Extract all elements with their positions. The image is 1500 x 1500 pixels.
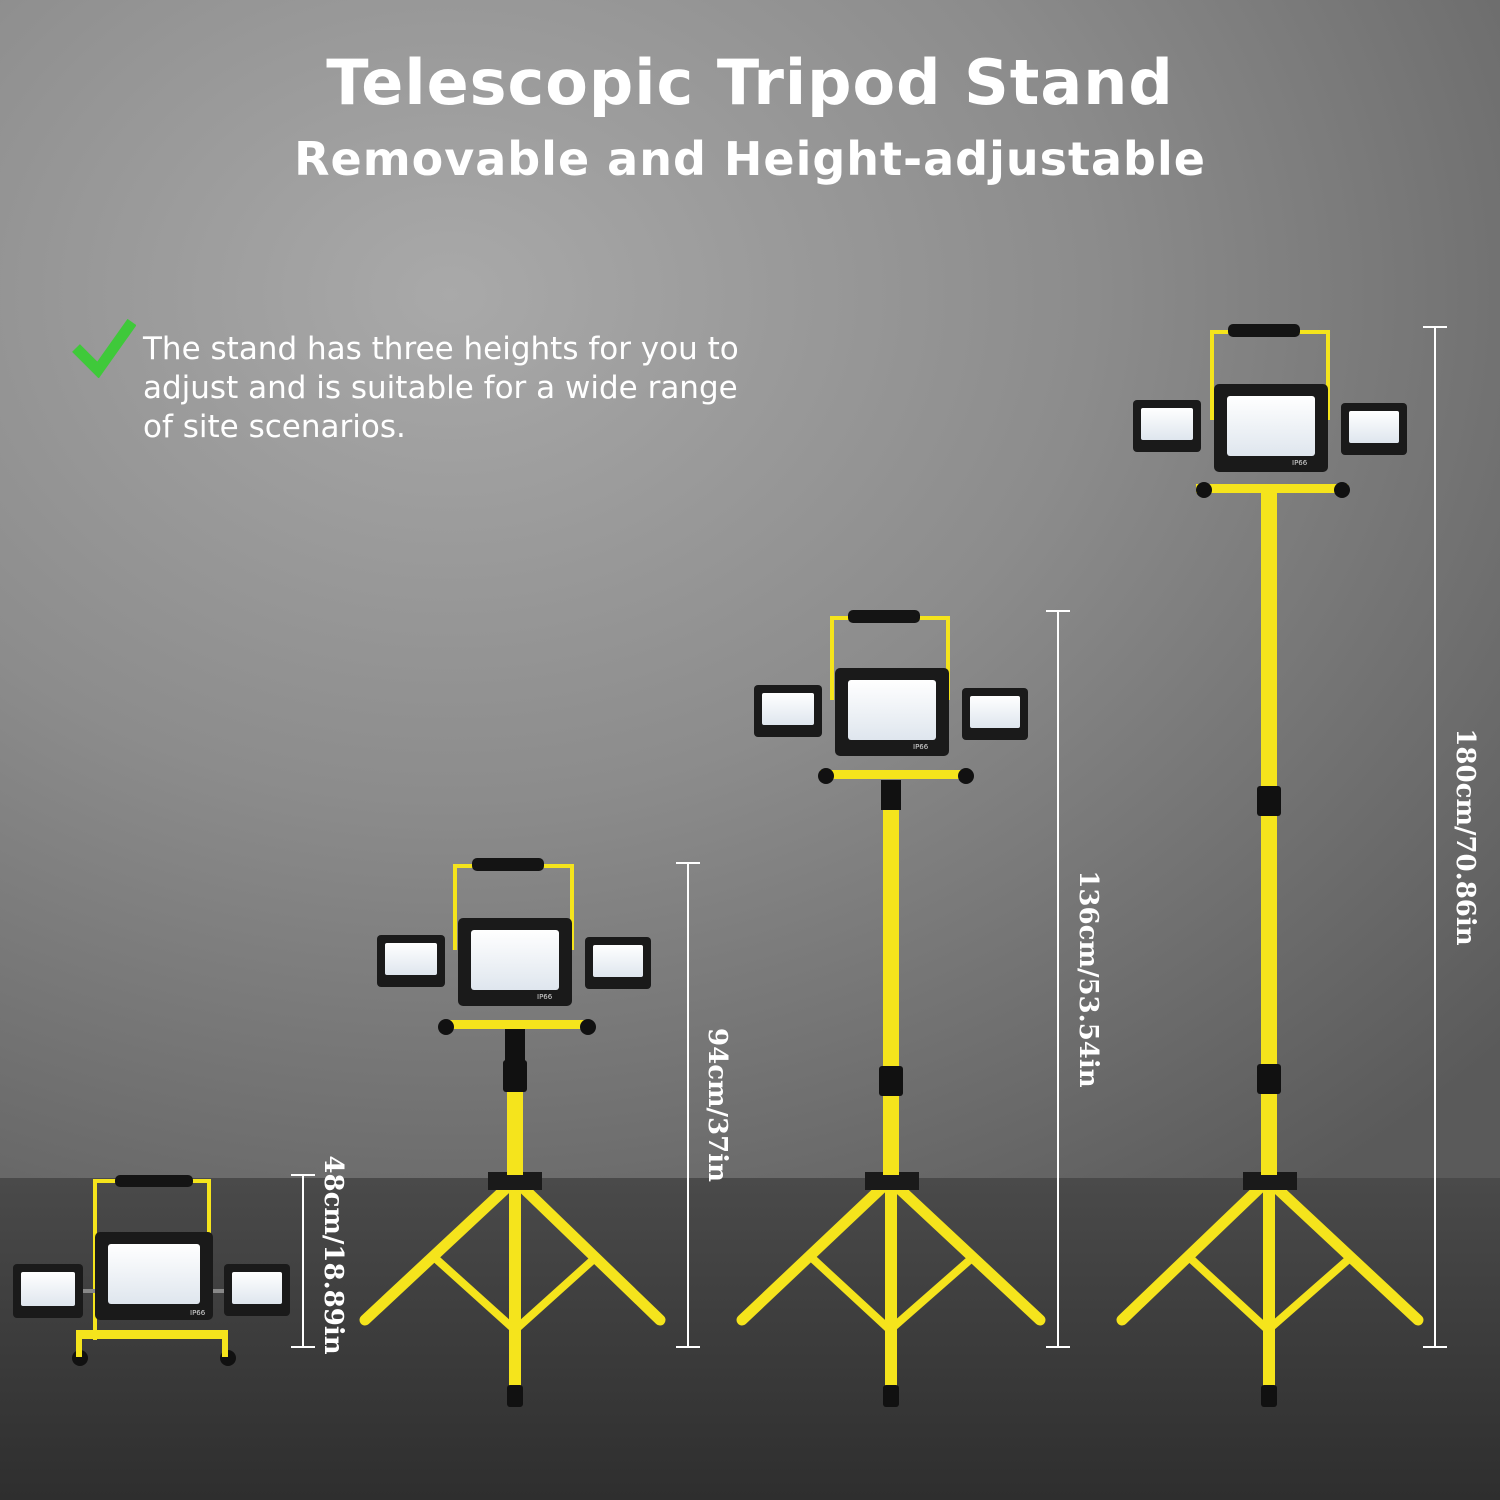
svg-text:IP66: IP66 <box>1292 459 1308 467</box>
stand-180cm: IP66 <box>1116 324 1424 1407</box>
stand-136cm: IP66 <box>736 610 1046 1407</box>
stand-94cm: IP66 <box>359 858 666 1407</box>
height-label-94cm: 94cm/37in <box>702 1028 732 1182</box>
height-label-136cm: 136cm/53.54in <box>1073 870 1103 1088</box>
height-label-180cm: 180cm/70.86in <box>1450 728 1480 946</box>
check-icon <box>72 318 136 378</box>
dimension-line-94cm <box>676 862 700 1348</box>
svg-text:IP66: IP66 <box>913 743 929 751</box>
dimension-line-180cm <box>1423 326 1447 1348</box>
wall-background <box>0 0 1500 1178</box>
svg-text:IP66: IP66 <box>537 993 553 1001</box>
page-subtitle: Removable and Height-adjustable <box>294 132 1206 186</box>
feature-text: The stand has three heights for you to a… <box>143 331 739 445</box>
floor-background <box>0 1178 1500 1500</box>
dimension-line-48cm <box>291 1174 315 1348</box>
page-title: Telescopic Tripod Stand <box>326 46 1174 119</box>
height-label-48cm: 48cm/18.89in <box>318 1155 348 1355</box>
svg-text:IP66: IP66 <box>190 1309 206 1317</box>
stand-48cm: IP66 <box>13 1175 290 1366</box>
dimension-line-136cm <box>1046 610 1070 1348</box>
